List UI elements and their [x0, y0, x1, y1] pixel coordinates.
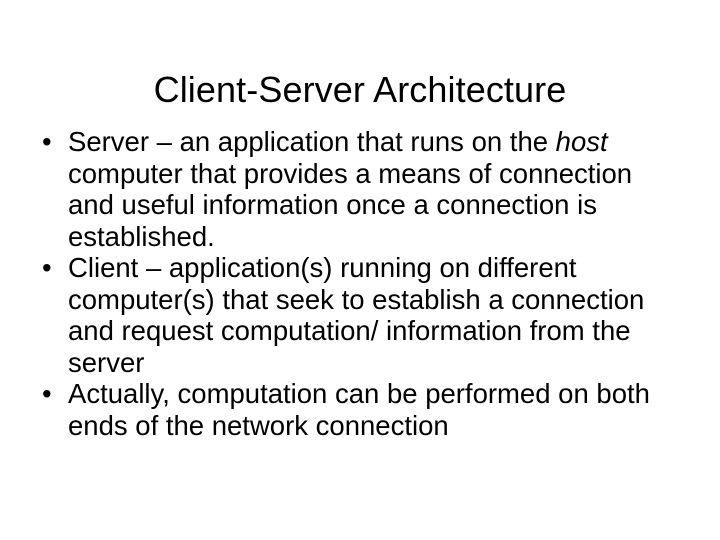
list-item: • Server – an application that runs on t…: [36, 126, 684, 252]
list-item-text: Client – application(s) running on diffe…: [68, 252, 645, 378]
list-item: • Client – application(s) running on dif…: [36, 252, 684, 378]
slide-body: • Server – an application that runs on t…: [36, 126, 684, 441]
list-item-text: Actually, computation can be performed o…: [68, 378, 650, 441]
list-item-text-tail: computer that provides a means of connec…: [68, 157, 633, 252]
page-title: Client-Server Architecture: [153, 69, 567, 111]
bullet-point-icon: •: [42, 126, 52, 157]
emphasized-term-host: host: [555, 126, 608, 157]
list-item-text: Server – an application that runs on the…: [68, 126, 684, 252]
list-item-text-lead: Server – an application that runs on the: [68, 126, 556, 157]
bullet-list: • Server – an application that runs on t…: [36, 126, 684, 441]
list-item: • Actually, computation can be performed…: [36, 378, 684, 441]
bullet-point-icon: •: [42, 252, 52, 283]
bullet-point-icon: •: [42, 378, 52, 409]
